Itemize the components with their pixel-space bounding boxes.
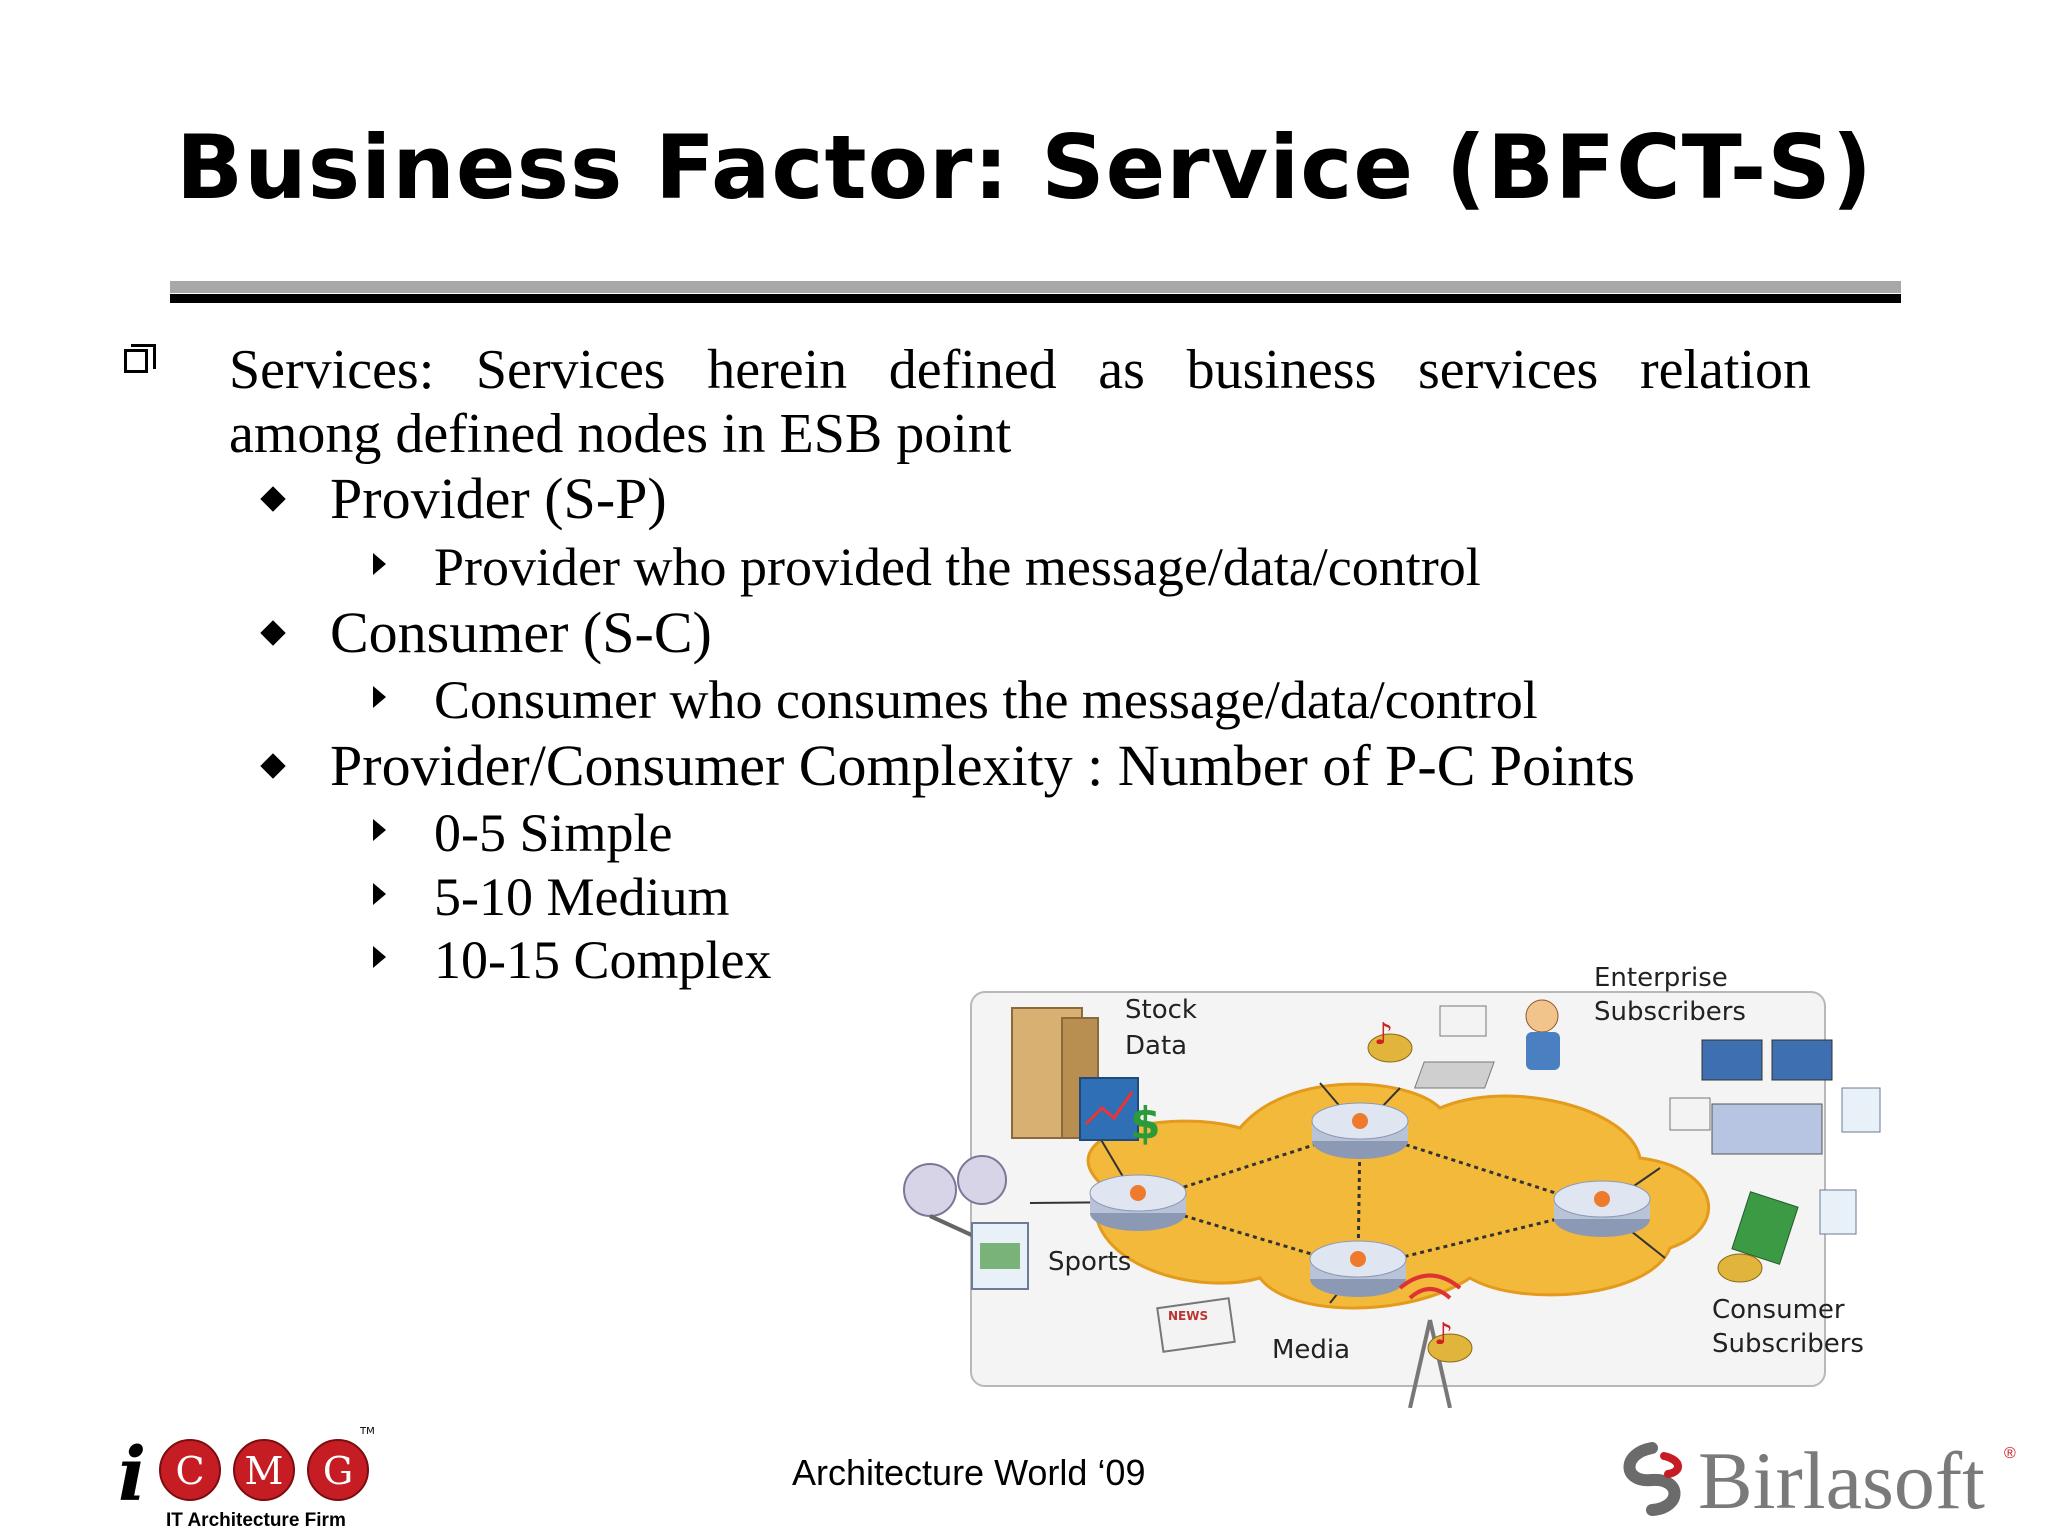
consumer-label-1: Consumer	[1712, 1295, 1845, 1325]
router-icon	[1311, 1102, 1409, 1159]
consumer-label-2: Subscribers	[1712, 1329, 1864, 1359]
birlasoft-wordmark: Birlasoft	[1698, 1435, 1985, 1526]
birlasoft-swirl-icon	[1623, 1442, 1682, 1516]
birlasoft-registered-mark: ®	[2004, 1445, 2016, 1462]
diamond-bullet-icon	[260, 620, 286, 646]
enterprise-computers-icon	[1669, 1039, 1881, 1155]
stock-label-1: Stock	[1125, 995, 1197, 1025]
icmg-logo: i C M G TM	[118, 1426, 375, 1518]
slide-title: Business Factor: Service (BFCT-S)	[176, 116, 1873, 219]
diamond-bullet-icon	[260, 486, 286, 512]
diamond-bullet-icon	[260, 753, 286, 779]
title-divider-grey	[170, 281, 1901, 293]
item-provider-desc: Provider who provided the message/data/c…	[434, 537, 1481, 597]
consumer-devices-icon	[1717, 1189, 1857, 1283]
complexity-complex: 10-15 Complex	[434, 930, 772, 990]
building-icon: $	[1011, 1007, 1161, 1149]
media-label: Media	[1272, 1335, 1350, 1365]
news-icon: NEWS	[1156, 1297, 1236, 1353]
esb-network-diagram: $ NEWS ♪ ♪	[903, 963, 1881, 1408]
router-icon	[1553, 1180, 1651, 1237]
music-disc-icon: ♪	[1367, 1017, 1413, 1063]
svg-text:♪: ♪	[1374, 1017, 1393, 1052]
complexity-medium: 5-10 Medium	[434, 867, 730, 927]
enterprise-label-1: Enterprise	[1594, 963, 1728, 993]
bullet-services-line1: Services: Services herein defined as bus…	[229, 339, 1811, 401]
icmg-tm-mark: TM	[359, 1426, 375, 1437]
picture-file-icon	[971, 1222, 1029, 1290]
item-provider: Provider (S-P)	[330, 466, 667, 531]
footer-event: Architecture World ‘09	[792, 1452, 1146, 1493]
triangle-bullet-icon	[373, 883, 386, 905]
icmg-g-letter: G	[323, 1449, 353, 1493]
dollar-icon: $	[1130, 1098, 1161, 1149]
triangle-bullet-icon	[373, 686, 386, 708]
bullet-services-line2: among defined nodes in ESB point	[229, 403, 1012, 465]
news-label: NEWS	[1168, 1309, 1208, 1323]
music-disc-icon: ♪	[1427, 1317, 1473, 1363]
item-consumer: Consumer (S-C)	[330, 600, 712, 665]
person-laptop-icon	[1414, 999, 1560, 1089]
router-icon	[1309, 1240, 1407, 1297]
network-cloud	[1086, 1082, 1710, 1310]
birlasoft-logo: Birlasoft ®	[1623, 1435, 2016, 1526]
svg-text:♪: ♪	[1434, 1317, 1453, 1352]
complexity-simple: 0-5 Simple	[434, 803, 673, 863]
radio-tower-icon	[1398, 1273, 1462, 1408]
enterprise-label-2: Subscribers	[1594, 997, 1746, 1027]
triangle-bullet-icon	[373, 946, 386, 968]
icmg-i-letter: i	[118, 1432, 146, 1518]
icmg-subtitle: IT Architecture Firm	[166, 1510, 346, 1531]
square-bullet-icon	[124, 344, 156, 373]
triangle-bullet-icon	[373, 553, 386, 575]
icmg-c-letter: C	[175, 1449, 204, 1493]
triangle-bullet-icon	[373, 819, 386, 841]
icmg-m-letter: M	[245, 1449, 284, 1493]
router-icon	[1089, 1174, 1187, 1231]
title-divider-black	[170, 294, 1901, 303]
sports-label: Sports	[1048, 1247, 1131, 1277]
stock-label-2: Data	[1125, 1031, 1187, 1061]
item-complexity: Provider/Consumer Complexity : Number of…	[330, 733, 1635, 798]
item-consumer-desc: Consumer who consumes the message/data/c…	[434, 670, 1538, 730]
